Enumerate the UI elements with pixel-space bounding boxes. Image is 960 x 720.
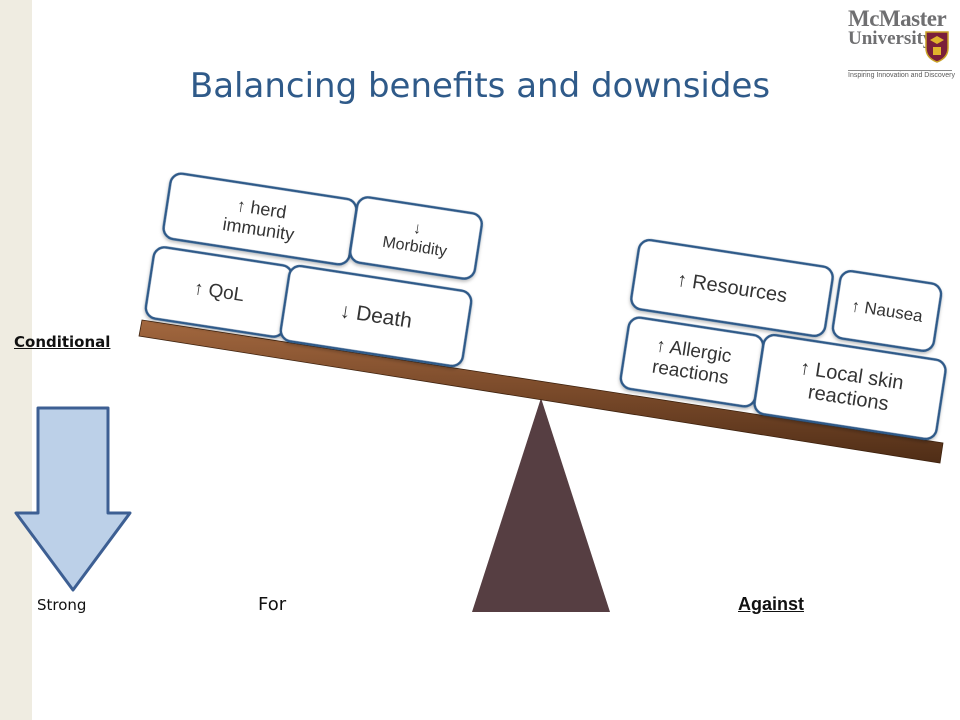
downside-box-frame xyxy=(630,238,834,338)
strong-label: Strong xyxy=(37,596,87,614)
logo-word-university: University xyxy=(848,28,933,49)
downside-box-1: ↑ Nausea xyxy=(831,269,943,353)
conditional-label: Conditional xyxy=(14,333,111,351)
seesaw-beam xyxy=(138,319,944,464)
against-label: Against xyxy=(738,594,805,614)
fulcrum xyxy=(472,398,610,612)
logo-tagline: Inspiring Innovation and Discovery xyxy=(848,72,956,79)
downside-box-frame xyxy=(831,269,943,353)
downside-box-0: ↑ Resources xyxy=(630,238,834,338)
benefit-box-frame xyxy=(279,264,473,368)
down-arrow-icon xyxy=(14,406,132,592)
downside-box-frame xyxy=(753,333,947,441)
slide-title: Balancing benefits and downsides xyxy=(189,66,771,106)
logo-rule xyxy=(848,70,952,71)
benefit-box-1: ↓Morbidity xyxy=(349,196,483,280)
benefit-box-frame xyxy=(349,196,483,280)
benefit-box-3: ↓ Death xyxy=(279,264,473,368)
mcmaster-logo: McMaster University Inspiring Innovation… xyxy=(848,6,956,82)
benefit-box-text: ↓ xyxy=(412,220,422,238)
crest-icon xyxy=(925,31,949,63)
logo-word-mcmaster: McMaster xyxy=(848,6,947,31)
for-label: For xyxy=(258,594,287,615)
benefit-box-2: ↑ QoL xyxy=(144,246,294,338)
side-stripe xyxy=(0,0,32,720)
